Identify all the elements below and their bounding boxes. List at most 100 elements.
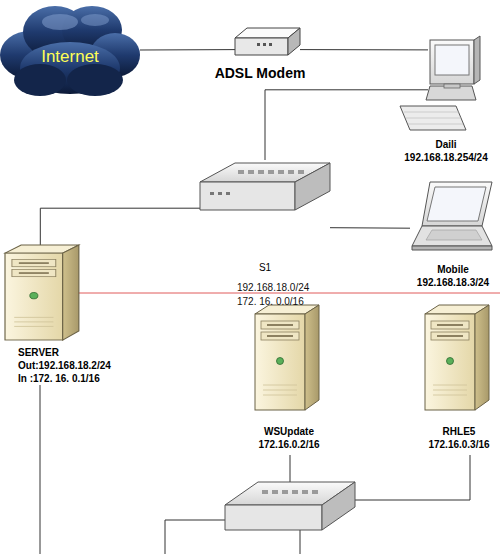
label-group: Mobile192.168.18.3/24 xyxy=(417,263,489,289)
node-address: In :172. 16. 0.1/16 xyxy=(18,372,111,385)
network-switch-part xyxy=(268,170,274,174)
server-wire xyxy=(40,385,41,554)
network-switch-part xyxy=(226,192,230,195)
server-tower-part xyxy=(305,305,319,410)
desktop-computer-part xyxy=(444,84,460,88)
laptop-computer: Mobile192.168.18.3/24 xyxy=(410,180,495,252)
modem-device-part xyxy=(269,43,272,46)
laptop-computer-part xyxy=(426,230,482,240)
modem-device-part xyxy=(263,43,266,46)
internet-cloud-part xyxy=(81,14,109,26)
server-tower-icon xyxy=(425,305,490,410)
internet-cloud-part xyxy=(0,6,140,96)
internet-cloud-part xyxy=(14,64,66,96)
network-switch-part xyxy=(258,170,264,174)
desktop-computer-icon xyxy=(428,38,478,108)
desktop-computer-part xyxy=(408,124,463,125)
desktop-computer-part xyxy=(404,112,459,113)
node-name: Mobile xyxy=(417,263,489,276)
modem-device-part xyxy=(288,28,300,55)
label-group: Internet xyxy=(41,47,99,67)
server-tower-part xyxy=(437,335,463,337)
server-tower-part xyxy=(14,326,53,327)
server-tower-part xyxy=(14,317,53,318)
desktop-computer-part xyxy=(435,45,469,75)
server-tower-part xyxy=(5,253,63,340)
network-link xyxy=(40,208,200,245)
node-address: 172.16.0.2/16 xyxy=(258,438,319,451)
subnet-label: 172. 16. 0.0/16 xyxy=(237,296,304,308)
server-tower-icon xyxy=(5,245,80,340)
server-tower-part xyxy=(433,385,467,395)
laptop-computer-part xyxy=(412,226,492,246)
modem-device-part xyxy=(257,43,260,46)
laptop-computer-part xyxy=(427,187,486,221)
server-tower-part xyxy=(431,321,469,329)
subnet-label: 192.168.18.0/24 xyxy=(237,282,309,294)
server-tower-part xyxy=(267,324,293,326)
network-switch-part xyxy=(295,163,330,210)
port xyxy=(302,490,308,494)
server-tower-part xyxy=(263,390,297,391)
internet-cloud: Internet xyxy=(0,0,140,100)
server-tower: SERVEROut:192.168.18.2/24In :172. 16. 0.… xyxy=(5,245,80,340)
server-tower-part xyxy=(437,324,463,326)
server-tower-part xyxy=(433,395,467,396)
port xyxy=(282,490,288,494)
server-tower-part xyxy=(19,272,49,274)
server-tower-part xyxy=(431,332,469,340)
server-tower-part xyxy=(12,269,56,276)
label-group: RHLE5172.16.0.3/16 xyxy=(428,425,489,451)
switch-side xyxy=(322,482,355,530)
server-tower-part xyxy=(12,259,56,266)
network-link xyxy=(265,90,428,160)
server-tower-part xyxy=(14,317,53,326)
server-tower-part xyxy=(63,245,79,340)
network-switch-part xyxy=(210,192,230,195)
server-tower-part xyxy=(447,358,454,365)
port xyxy=(292,490,298,494)
network-switch-part xyxy=(238,170,244,174)
node-address: 192.168.18.254/24 xyxy=(404,151,487,164)
server-tower-icon xyxy=(255,305,320,410)
server-tower-part xyxy=(263,385,297,395)
node-name: RHLE5 xyxy=(428,425,489,438)
internet-cloud-part xyxy=(42,14,78,30)
node-address: 172.16.0.3/16 xyxy=(428,438,489,451)
server-tower-part xyxy=(30,293,38,299)
node-address: 192.168.18.3/24 xyxy=(417,276,489,289)
switch-front xyxy=(225,505,322,530)
server-tower-part xyxy=(261,332,299,340)
server-tower-part xyxy=(433,390,467,391)
node-name: SERVER xyxy=(18,346,111,359)
server-tower-part xyxy=(263,385,297,386)
label-group: WSUpdate172.16.0.2/16 xyxy=(258,425,319,451)
node-name: ADSL Modem xyxy=(215,65,306,81)
label-group: Daili192.168.18.254/24 xyxy=(404,138,487,164)
lan-wire xyxy=(300,528,301,554)
server-tower-part xyxy=(263,395,297,396)
laptop-computer-part xyxy=(422,182,492,226)
internet-cloud-part xyxy=(67,64,123,96)
network-switch-part xyxy=(218,192,222,195)
port xyxy=(312,490,318,494)
node-name: WSUpdate xyxy=(258,425,319,438)
network-switch-part xyxy=(200,182,295,210)
server-tower-part xyxy=(425,314,475,410)
network-switch-part xyxy=(288,170,294,174)
server-tower-part xyxy=(19,262,49,264)
node-name: Daili xyxy=(404,138,487,151)
network-link xyxy=(140,49,235,50)
modem-device-part xyxy=(235,38,288,55)
desktop-computer-part xyxy=(404,112,463,124)
server-tower-part xyxy=(433,385,467,386)
desktop-computer-part xyxy=(474,36,480,84)
server-tower-part xyxy=(255,314,305,410)
port xyxy=(272,490,278,494)
desktop-computer-part xyxy=(406,118,461,119)
network-switch: S1 xyxy=(200,160,330,232)
modem-device: ADSL Modem xyxy=(235,28,300,55)
rhle5-wire xyxy=(352,455,470,500)
node-address: Out:192.168.18.2/24 xyxy=(18,359,111,372)
